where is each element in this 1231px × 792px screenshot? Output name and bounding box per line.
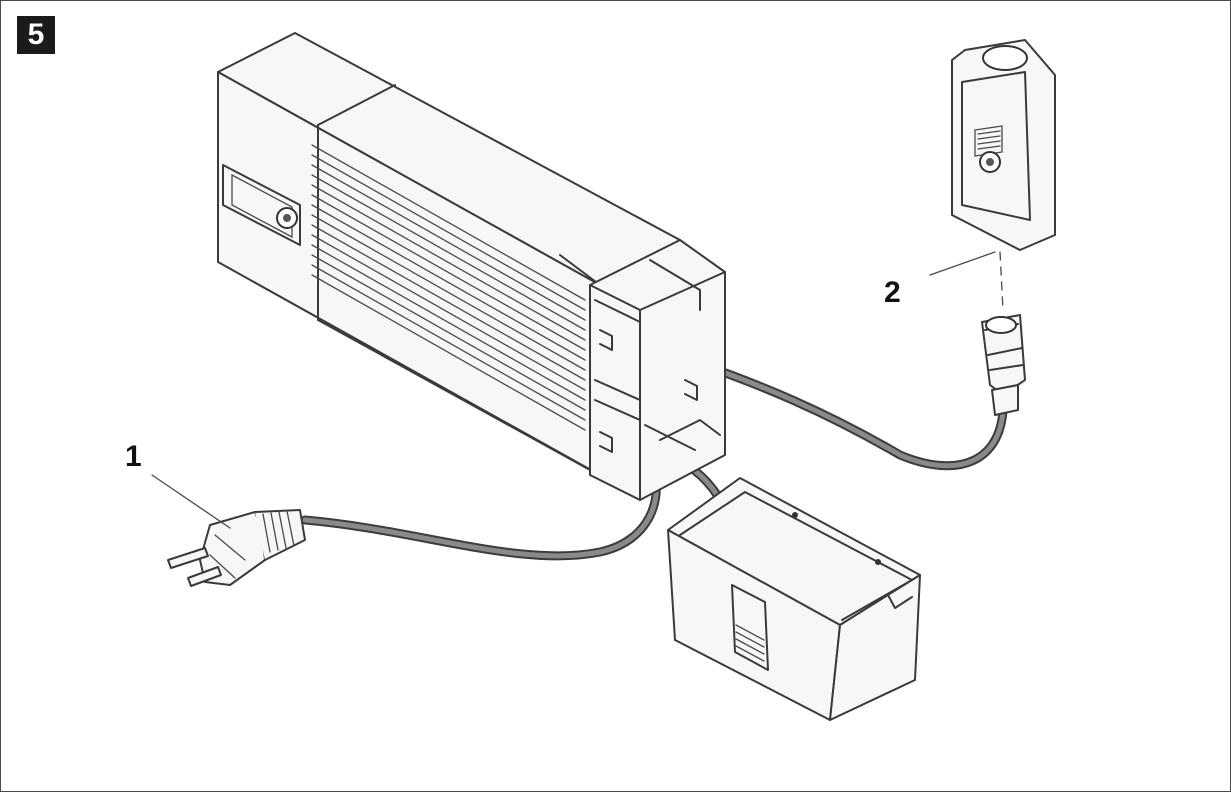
plug-pin-lower (187, 566, 222, 587)
charger-connector (981, 314, 1026, 416)
callout-1: 1 (125, 440, 142, 473)
charger-end-bracket (589, 239, 726, 501)
battery-socket-panel (951, 39, 1056, 251)
callout-2: 2 (884, 276, 901, 309)
callout-1-leader (151, 474, 231, 529)
box-clip (731, 584, 769, 671)
connector-dashed-guide (999, 251, 1004, 311)
socket-pin-rows (977, 130, 1001, 150)
figure-number-badge: 5 (17, 16, 55, 54)
heat-sink-ribs (311, 144, 586, 431)
plug-pin-upper (167, 547, 209, 569)
plug-grip-ribs (262, 510, 295, 553)
cable-storage-box (667, 477, 921, 721)
mains-plug (167, 509, 306, 587)
callout-2-leader (929, 251, 996, 276)
